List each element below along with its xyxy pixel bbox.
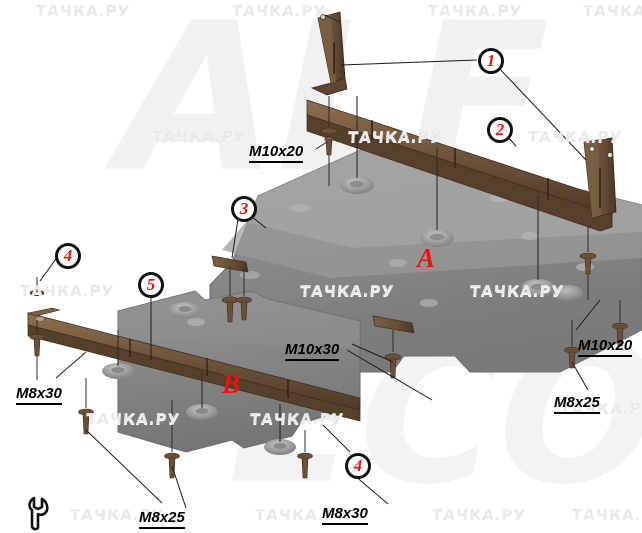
fastener-m10x30: [384, 330, 402, 379]
callout-bubble-2[interactable]: 2: [487, 117, 513, 143]
bracket-right-angle: [583, 137, 617, 219]
fastener-b-upper-right: [236, 268, 252, 321]
fastener-m8x25-bottom: [78, 378, 94, 435]
fastener-a-right-edge: [612, 300, 628, 347]
fastener-m8x30-left-a: [29, 277, 45, 297]
fastener-m8x30-left-b: [29, 320, 45, 380]
hardware-label-m8x25-bottom: M8x25: [139, 509, 185, 529]
hardware-label-m10x20-top: M10x20: [249, 143, 304, 163]
callout-bubble-5[interactable]: 5: [138, 272, 164, 298]
hardware-label-m10x20-right: M10x20: [578, 337, 633, 357]
plate-a-mount-tabs: [211, 255, 415, 334]
plate-a-letter: A: [417, 243, 436, 273]
hardware-label-m8x25-right: M8x25: [554, 394, 600, 414]
callout-bubble-4b[interactable]: 4: [345, 453, 371, 479]
callout-bubble-1[interactable]: 1: [478, 48, 504, 74]
hardware-label-m8x30-bottom: M8x30: [322, 505, 368, 525]
hardware-label-m8x30-left: M8x30: [16, 385, 62, 405]
fastener-m8x25-right: [564, 320, 580, 369]
fastener-group: [29, 96, 628, 479]
fastener-m8x30-bottom-right: [297, 430, 313, 479]
cross-rail-plate-b: [26, 307, 361, 422]
callout-bubble-4a[interactable]: 4: [55, 243, 81, 269]
fastener-m10x30-left: [221, 266, 239, 323]
callout-bubble-3[interactable]: 3: [231, 196, 257, 222]
hardware-label-m10x30-mid: M10x30: [285, 341, 340, 361]
cross-rail-top: [306, 99, 613, 232]
fastener-m10x20-top: [320, 96, 338, 186]
wrench-icon: [22, 495, 56, 533]
plate-b-letter: B: [222, 369, 241, 399]
fastener-m8x30-bottom: [164, 400, 180, 479]
bracket-left-angle: [310, 11, 348, 96]
fastener-m10x20-right: [579, 226, 597, 300]
